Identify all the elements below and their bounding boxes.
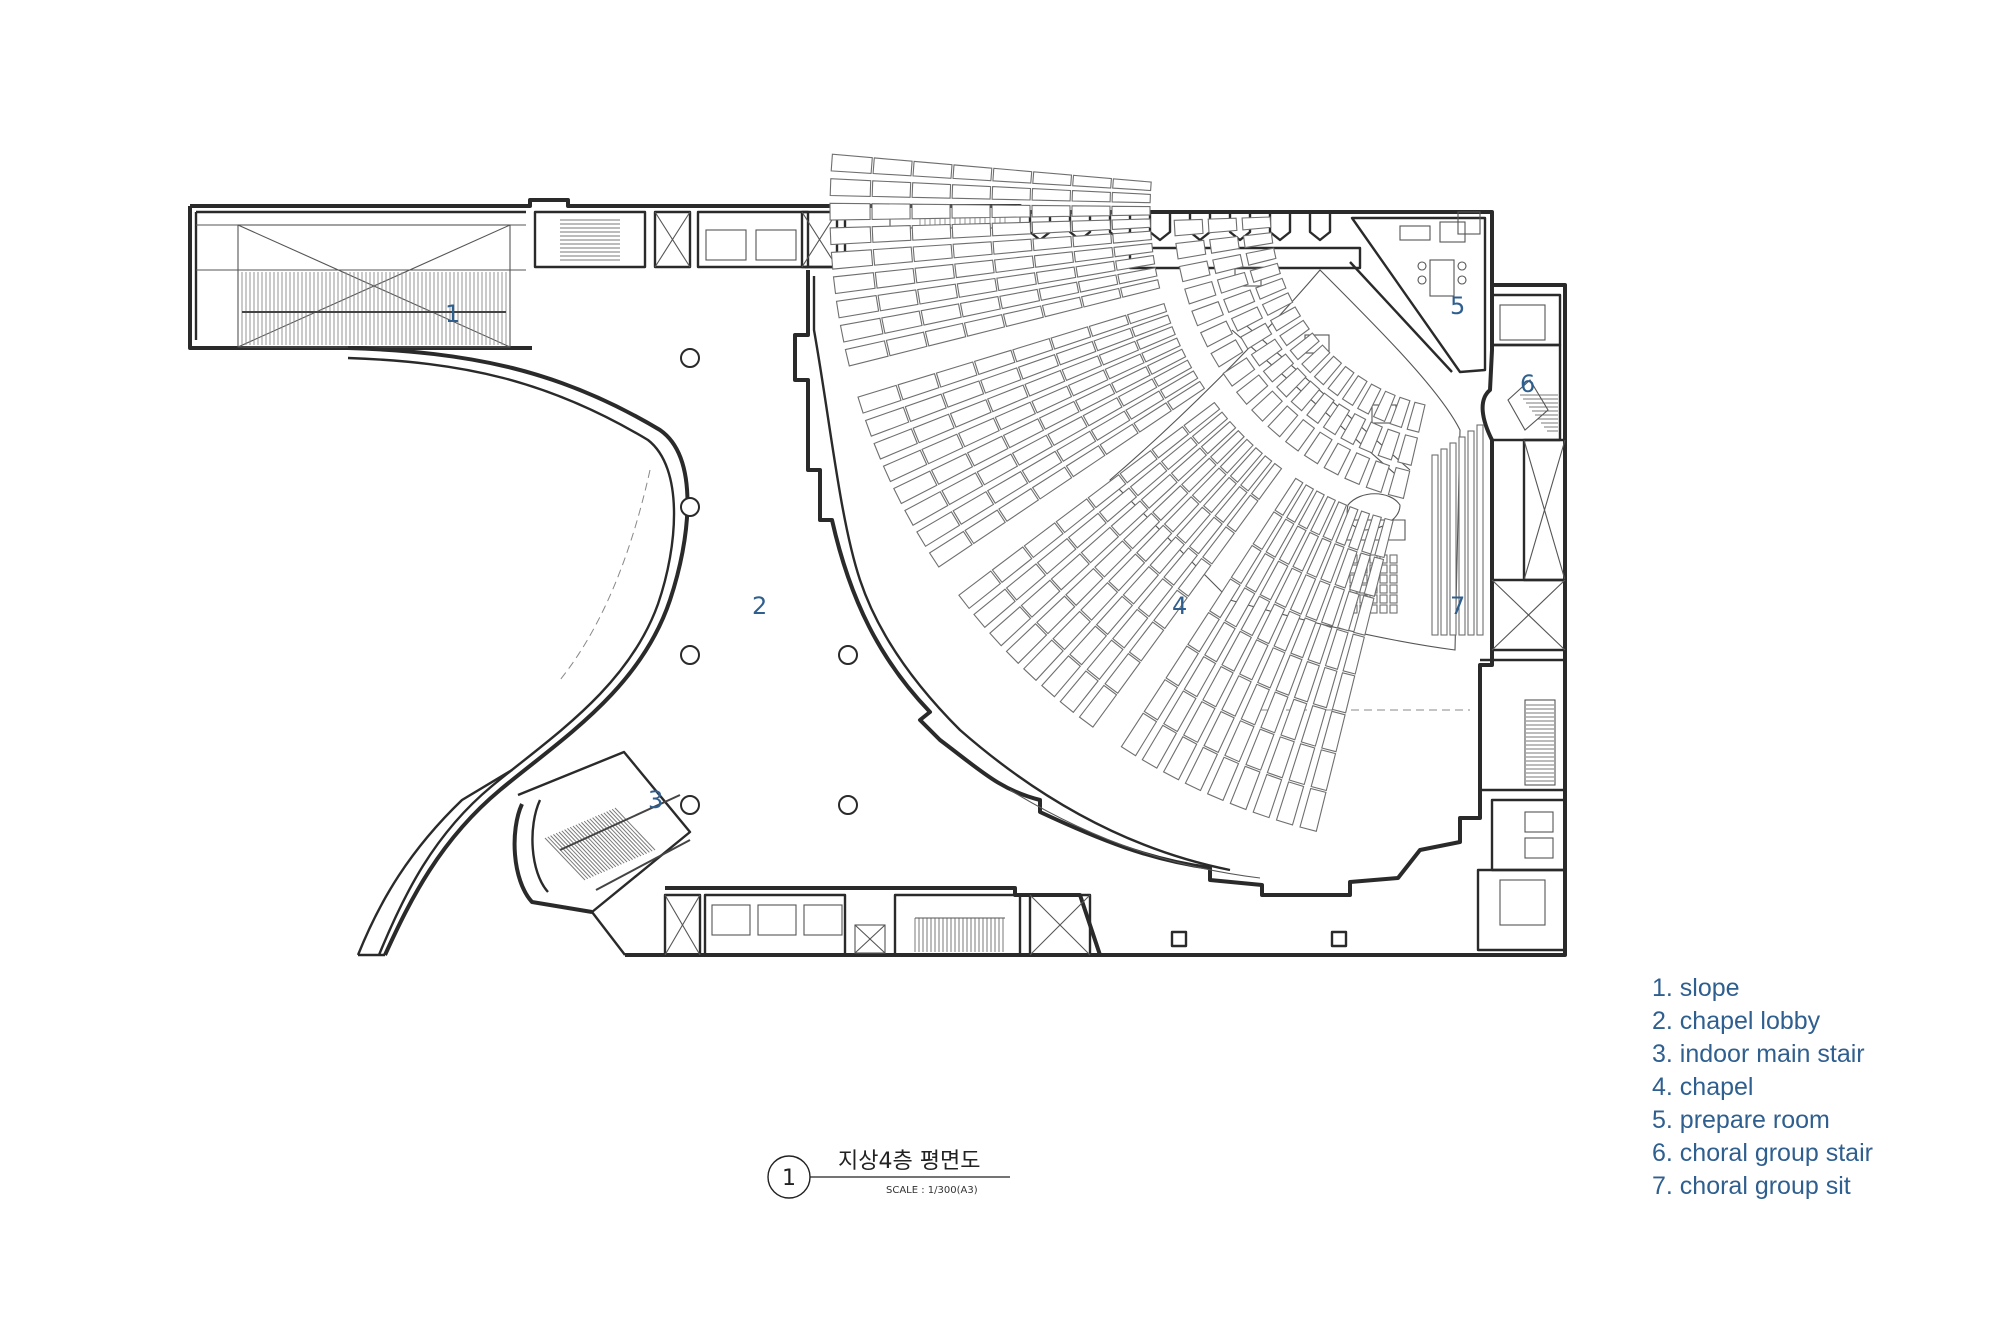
legend-item: 6. choral group stair [1652, 1139, 1873, 1167]
indoor-main-stair [512, 750, 692, 956]
column [680, 348, 700, 368]
room-number-6: 6 [1520, 370, 1535, 398]
choral-group-rows [1431, 424, 1484, 636]
prepare-room [1350, 211, 1487, 374]
room-number-3: 3 [648, 786, 663, 814]
drawing-scale: SCALE : 1/300(A3) [886, 1185, 978, 1196]
chapel-pews [829, 153, 1426, 832]
room-number-5: 5 [1450, 292, 1465, 320]
room-legend: 1. slope 2. chapel lobby 3. indoor main … [1652, 972, 1873, 1203]
column [680, 795, 700, 815]
column [838, 795, 858, 815]
title-number: 1 [782, 1166, 796, 1191]
column [680, 645, 700, 665]
legend-item: 4. chapel [1652, 1073, 1754, 1101]
column [680, 497, 700, 517]
chapel-wall [793, 212, 1494, 897]
room-number-1: 1 [445, 300, 460, 328]
room-number-4: 4 [1172, 592, 1187, 620]
right-service-core [1476, 293, 1567, 952]
room-number-2: 2 [752, 592, 767, 620]
drawing-title-block: 1 지상4층 평면도 SCALE : 1/300(A3) [767, 1149, 1010, 1199]
legend-item: 2. chapel lobby [1652, 1007, 1821, 1035]
legend-item: 3. indoor main stair [1652, 1040, 1865, 1068]
slope-area [237, 224, 511, 348]
column [838, 645, 858, 665]
top-service-core [533, 210, 847, 269]
lobby-columns [680, 348, 858, 815]
bottom-service-core [663, 886, 1478, 957]
drawing-title: 지상4층 평면도 [838, 1149, 980, 1174]
room-labels: 1 2 3 4 5 6 7 [445, 292, 1535, 814]
legend-item: 5. prepare room [1652, 1106, 1830, 1134]
curved-ramp-wall [347, 346, 690, 957]
legend-item: 7. choral group sit [1652, 1172, 1851, 1200]
legend-item: 1. slope [1652, 974, 1740, 1002]
room-number-7: 7 [1450, 592, 1465, 620]
